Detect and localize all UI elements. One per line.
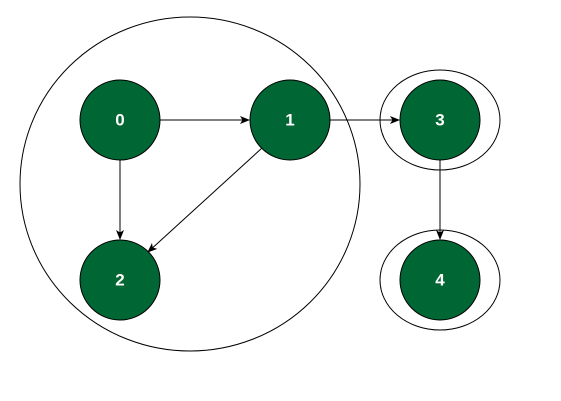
node-0[interactable]: 0 — [79, 79, 161, 161]
node-0-label: 0 — [115, 110, 124, 129]
node-2-label: 2 — [115, 270, 124, 289]
node-4[interactable]: 4 — [399, 239, 481, 321]
node-3[interactable]: 3 — [399, 79, 481, 161]
group-boundary-0-1-2 — [19, 16, 361, 352]
node-3-label: 3 — [435, 110, 444, 129]
node-1[interactable]: 1 — [249, 79, 331, 161]
node-4-label: 4 — [435, 270, 445, 289]
node-1-label: 1 — [285, 110, 294, 129]
node-2[interactable]: 2 — [79, 239, 161, 321]
edge-1-to-2 — [147, 147, 263, 253]
